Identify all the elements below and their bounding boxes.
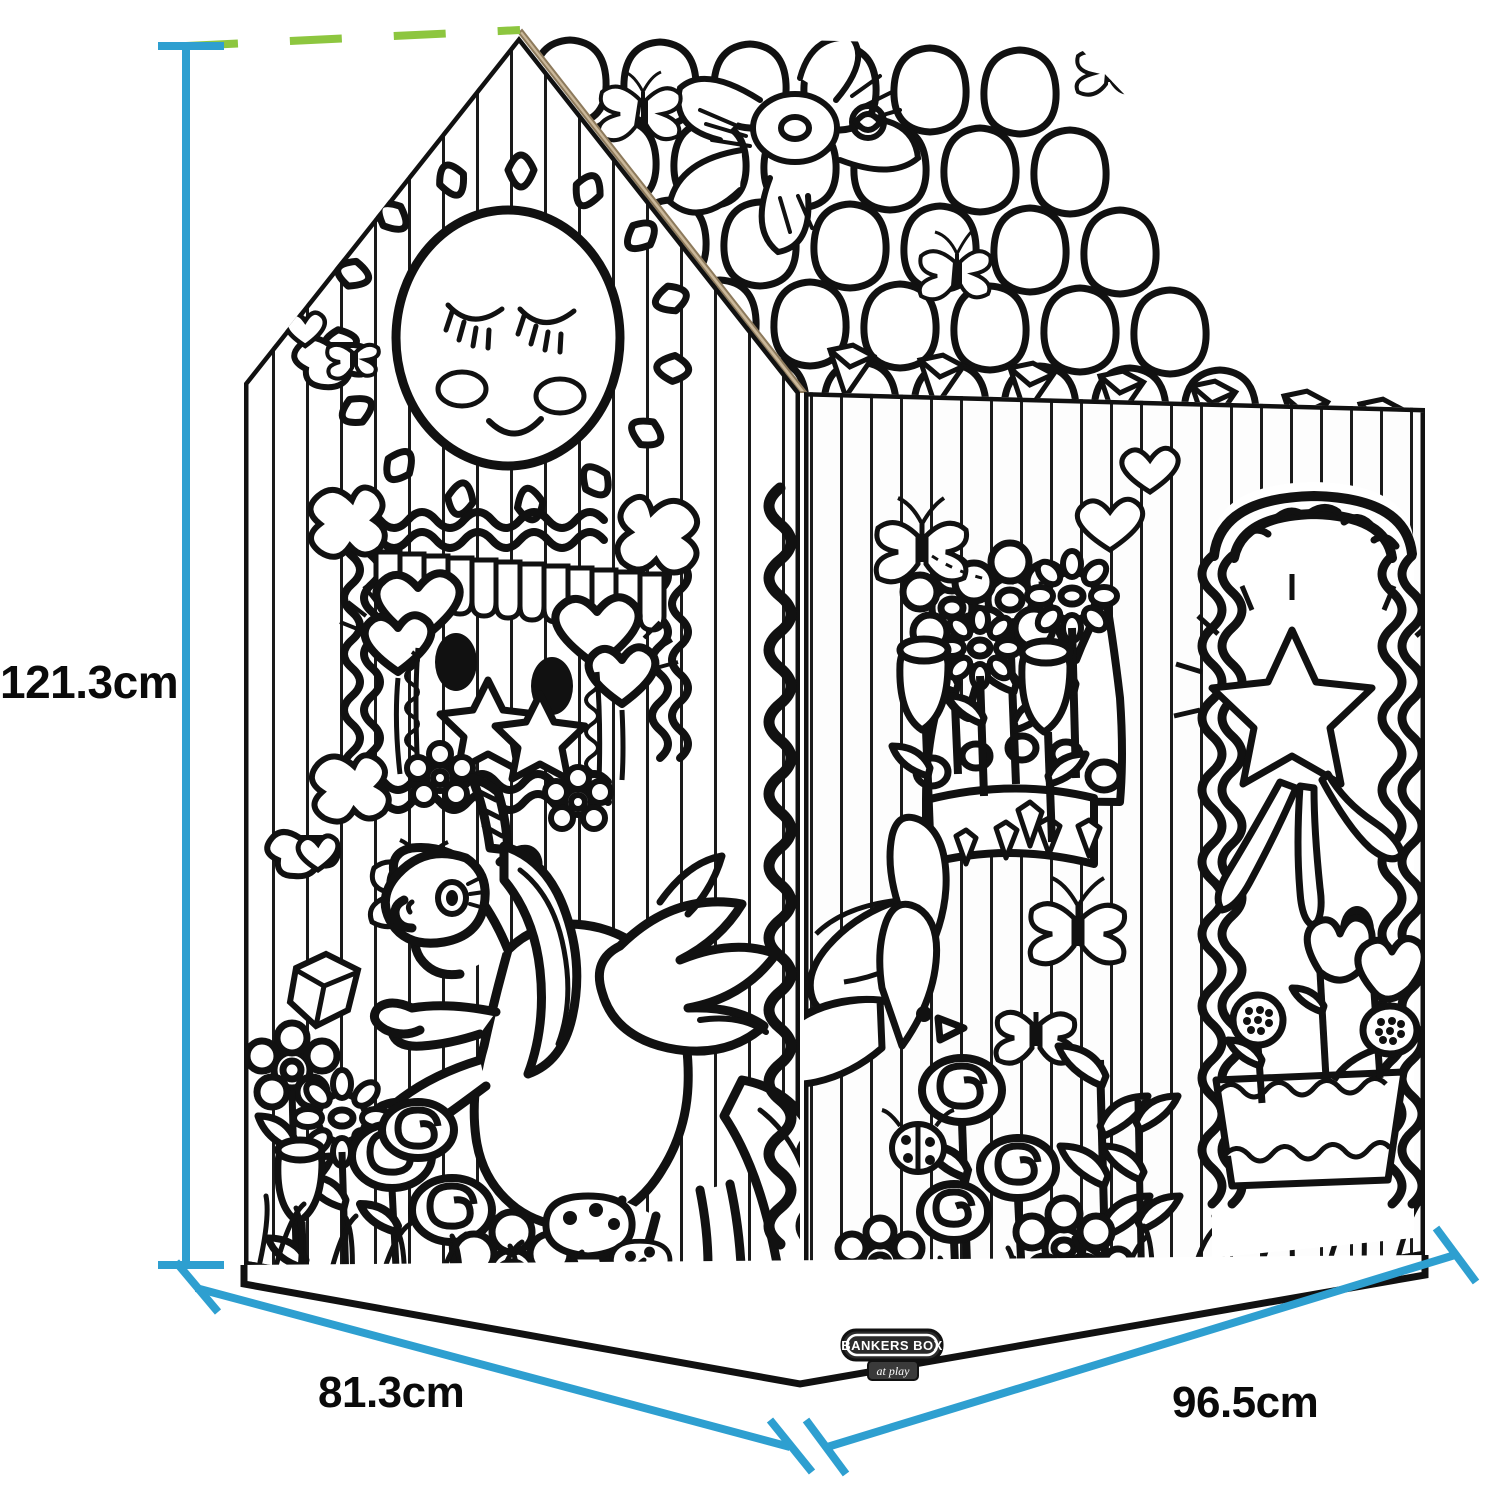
sun-cheek-left bbox=[435, 369, 489, 409]
rope-arch-door bbox=[1173, 482, 1425, 1258]
side-heart-upper bbox=[1074, 496, 1146, 553]
roof-ridge-sliver bbox=[517, 28, 809, 393]
front-butterfly-small bbox=[325, 342, 381, 381]
window-sparkle-lines bbox=[339, 584, 679, 670]
depth-dimension-line bbox=[802, 1225, 1480, 1477]
height-dimension-label: 121.3cm bbox=[0, 656, 179, 708]
rope-window bbox=[307, 484, 700, 832]
side-panel bbox=[804, 392, 1425, 1362]
sun-face bbox=[391, 205, 625, 471]
height-dimension-line bbox=[158, 42, 224, 1269]
depth-dimension-label: 96.5cm bbox=[1172, 1378, 1319, 1427]
side-flowers bbox=[888, 539, 1120, 843]
side-wheat bbox=[1054, 1042, 1184, 1301]
shooting-star bbox=[1173, 574, 1425, 930]
dimension-lines bbox=[158, 26, 1480, 1477]
window-stars bbox=[436, 676, 589, 783]
brand-sub-text: at play bbox=[877, 1364, 911, 1378]
top-extension-dashed-line bbox=[185, 26, 521, 50]
rope-top bbox=[348, 508, 608, 552]
brand-text: BANKERS BOX bbox=[841, 1338, 943, 1353]
side-butterfly-top bbox=[873, 496, 970, 585]
width-dimension-label: 81.3cm bbox=[318, 1368, 465, 1417]
front-gem bbox=[286, 950, 362, 1030]
window-hearts bbox=[360, 569, 660, 708]
window-small-flowers bbox=[404, 740, 614, 832]
smiling-sun bbox=[321, 151, 693, 524]
sun-eyes bbox=[443, 302, 577, 355]
roof-butterfly-left bbox=[597, 70, 683, 143]
ladybug bbox=[881, 1108, 955, 1175]
flying-birds bbox=[804, 813, 968, 1088]
corner-rope-column bbox=[763, 482, 800, 1250]
flower-planter bbox=[1212, 914, 1425, 1190]
sun-smile bbox=[486, 416, 544, 437]
star-sparkle-rays bbox=[1173, 574, 1425, 719]
brand-badge-group: BANKERS BOX at play bbox=[840, 1328, 944, 1381]
roof-flower-bouquet bbox=[666, 34, 922, 256]
window-hole-left bbox=[435, 633, 477, 691]
sun-cheek-right bbox=[533, 376, 587, 416]
window-corner-flowers bbox=[307, 484, 700, 825]
side-butterfly-right bbox=[1027, 876, 1128, 967]
side-heart-mid bbox=[1119, 445, 1181, 495]
roof-butterfly-right bbox=[917, 228, 993, 302]
width-dimension-line bbox=[172, 1259, 816, 1475]
cloud-heart-lower bbox=[264, 829, 342, 880]
